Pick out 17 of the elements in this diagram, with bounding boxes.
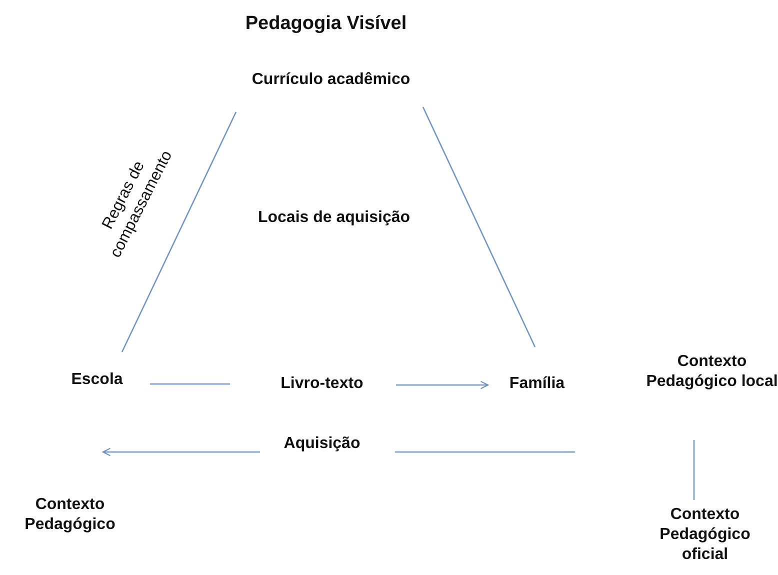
connector-line bbox=[150, 383, 230, 385]
arrow bbox=[102, 448, 260, 456]
node-label: Escola bbox=[70, 370, 124, 390]
text-label: Locais de aquisição bbox=[256, 208, 412, 228]
connector-line bbox=[121, 112, 237, 352]
flow-label: Aquisição bbox=[282, 434, 362, 454]
connector-line bbox=[422, 106, 536, 348]
node-label: Livro-texto bbox=[280, 374, 364, 394]
connector-line bbox=[693, 440, 695, 500]
arrow bbox=[396, 380, 489, 390]
diagram-title: Pedagogia Visível bbox=[245, 12, 407, 36]
node-label: Currículo acadêmico bbox=[250, 70, 412, 90]
text-label: Contexto Pedagógico bbox=[24, 495, 116, 535]
node-label: Família bbox=[508, 374, 566, 394]
node-label: Contexto Pedagógico oficial bbox=[658, 505, 752, 565]
connector-line bbox=[395, 451, 575, 453]
node-label: Contexto Pedagógico local bbox=[645, 352, 778, 392]
